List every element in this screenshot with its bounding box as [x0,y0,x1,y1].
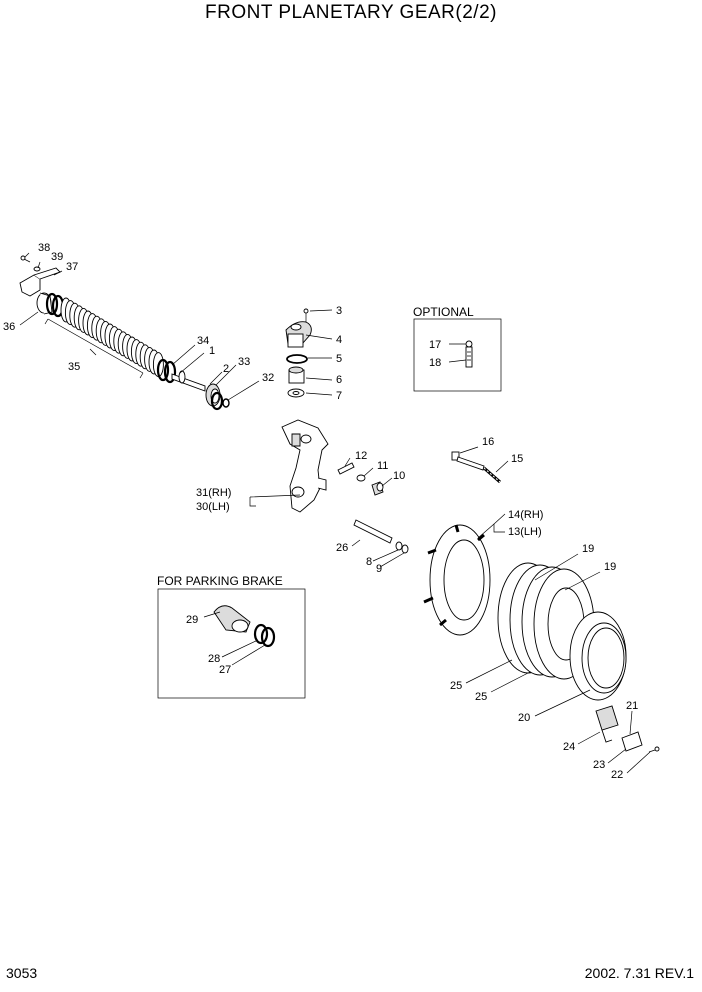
optional-box: OPTIONAL [413,305,502,392]
optional-box-title: OPTIONAL [413,305,474,319]
small-pins [337,462,409,554]
label-9: 9 [376,563,382,575]
disc-stack [497,562,627,701]
label-5: 5 [336,353,342,365]
label-23: 23 [593,759,605,771]
label-19-a: 19 [582,543,594,555]
label-19-b: 19 [604,561,616,573]
bolt-and-spring [451,451,501,484]
label-33: 33 [238,356,250,368]
label-25-a: 25 [450,680,462,692]
parking-brake-box-title: FOR PARKING BRAKE [157,574,283,588]
label-10: 10 [393,470,405,482]
housing [423,524,491,636]
page-title: FRONT PLANETARY GEAR(2/2) [205,2,497,23]
spring-coils [60,297,164,378]
parking-brake-box: FOR PARKING BRAKE [157,574,306,699]
brake-parts [595,705,660,753]
piston-rod [156,358,230,411]
yoke [281,419,329,513]
label-39: 39 [51,251,63,263]
label-29: 29 [186,614,198,626]
label-14-rh: 14(RH) [508,509,543,521]
label-31-rh: 31(RH) [196,487,231,499]
cover-stack [285,308,312,398]
label-30-lh: 30(LH) [196,501,230,513]
label-37: 37 [66,261,78,273]
label-35: 35 [68,361,80,373]
label-8: 8 [366,556,372,568]
label-27: 27 [219,664,231,676]
label-34: 34 [197,335,209,347]
label-21: 21 [626,700,638,712]
label-28: 28 [208,653,220,665]
label-2: 2 [223,363,229,375]
label-20: 20 [518,712,530,724]
label-3: 3 [336,305,342,317]
optional-parts [465,340,473,368]
label-11: 11 [377,460,388,472]
label-38: 38 [38,242,50,254]
label-22: 22 [611,769,623,781]
label-6: 6 [336,374,342,386]
parking-brake-parts [213,605,276,648]
label-16: 16 [482,436,494,448]
label-17: 17 [429,339,441,351]
label-12: 12 [355,450,367,462]
part-labels: 38 39 37 36 35 34 1 33 2 32 3 4 5 6 7 17… [3,242,638,781]
label-4: 4 [336,334,342,346]
label-13-lh: 13(LH) [508,526,542,538]
label-24: 24 [563,741,575,753]
label-25-b: 25 [475,691,487,703]
label-15: 15 [511,453,523,465]
leader-lines [19,252,651,774]
label-32: 32 [262,372,274,384]
spring-assembly [19,255,65,318]
leader-35-bracket [44,318,144,379]
label-1: 1 [209,345,215,357]
label-36: 36 [3,321,15,333]
label-7: 7 [336,390,342,402]
label-18: 18 [429,357,441,369]
label-26: 26 [336,542,348,554]
revision-date: 2002. 7.31 REV.1 [584,965,694,981]
page-number: 3053 [6,965,38,981]
